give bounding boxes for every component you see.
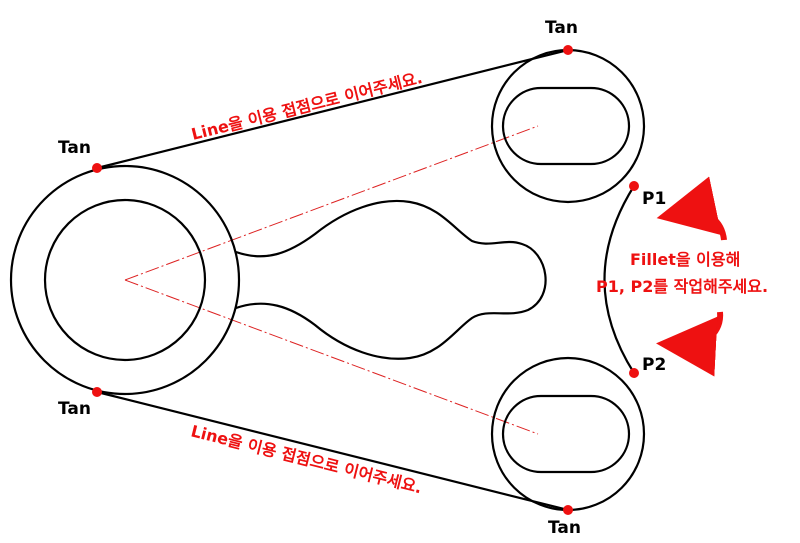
curved-arrow-up-icon xyxy=(656,176,727,241)
curved-arrow-down-icon xyxy=(656,311,724,377)
fillet-point-p2 xyxy=(629,368,639,378)
tangent-lines xyxy=(96,48,569,512)
top-right-slot xyxy=(501,86,631,166)
tan-label-bottom-right: Tan xyxy=(548,518,581,538)
left-inner-circle xyxy=(43,198,207,362)
annotation-notes: Line을 이용 접점으로 이어주세요. Line을 이용 접점으로 이어주세요… xyxy=(189,68,768,497)
tan-label-left-top: Tan xyxy=(58,138,91,158)
note-bottom-line: Line을 이용 접점으로 이어주세요. xyxy=(189,421,424,497)
tan-point-left-bottom xyxy=(92,387,102,397)
tan-label-top-right: Tan xyxy=(545,18,578,38)
bottom-right-boss xyxy=(490,356,646,512)
center-line-lower xyxy=(124,279,539,435)
fillet-arrows xyxy=(656,176,727,377)
note-top-line: Line을 이용 접점으로 이어주세요. xyxy=(189,68,424,144)
p1-label: P1 xyxy=(642,189,666,209)
tan-label-left-bottom: Tan xyxy=(58,399,91,419)
inner-profile xyxy=(235,199,547,360)
bottom-right-slot xyxy=(501,394,631,474)
fillet-point-p1 xyxy=(629,181,639,191)
bottom-right-outer-circle xyxy=(490,356,646,512)
center-lines xyxy=(124,125,539,435)
left-boss xyxy=(9,164,241,396)
p2-label: P2 xyxy=(642,355,666,375)
tangent-line-bottom xyxy=(96,390,569,512)
red-points xyxy=(92,45,639,515)
top-right-boss xyxy=(490,48,646,204)
tan-point-bottom-right xyxy=(563,505,573,515)
tangent-line-top xyxy=(96,48,569,170)
top-right-outer-circle xyxy=(490,48,646,204)
note-fillet-line2: P1, P2를 작업해주세요. xyxy=(596,277,768,296)
note-fillet-line1: Fillet을 이용해 xyxy=(630,250,740,269)
fillet-arc xyxy=(603,185,635,374)
tan-point-left-top xyxy=(92,163,102,173)
center-line-upper xyxy=(124,125,539,281)
left-outer-circle xyxy=(9,164,241,396)
tan-point-top-right xyxy=(563,45,573,55)
